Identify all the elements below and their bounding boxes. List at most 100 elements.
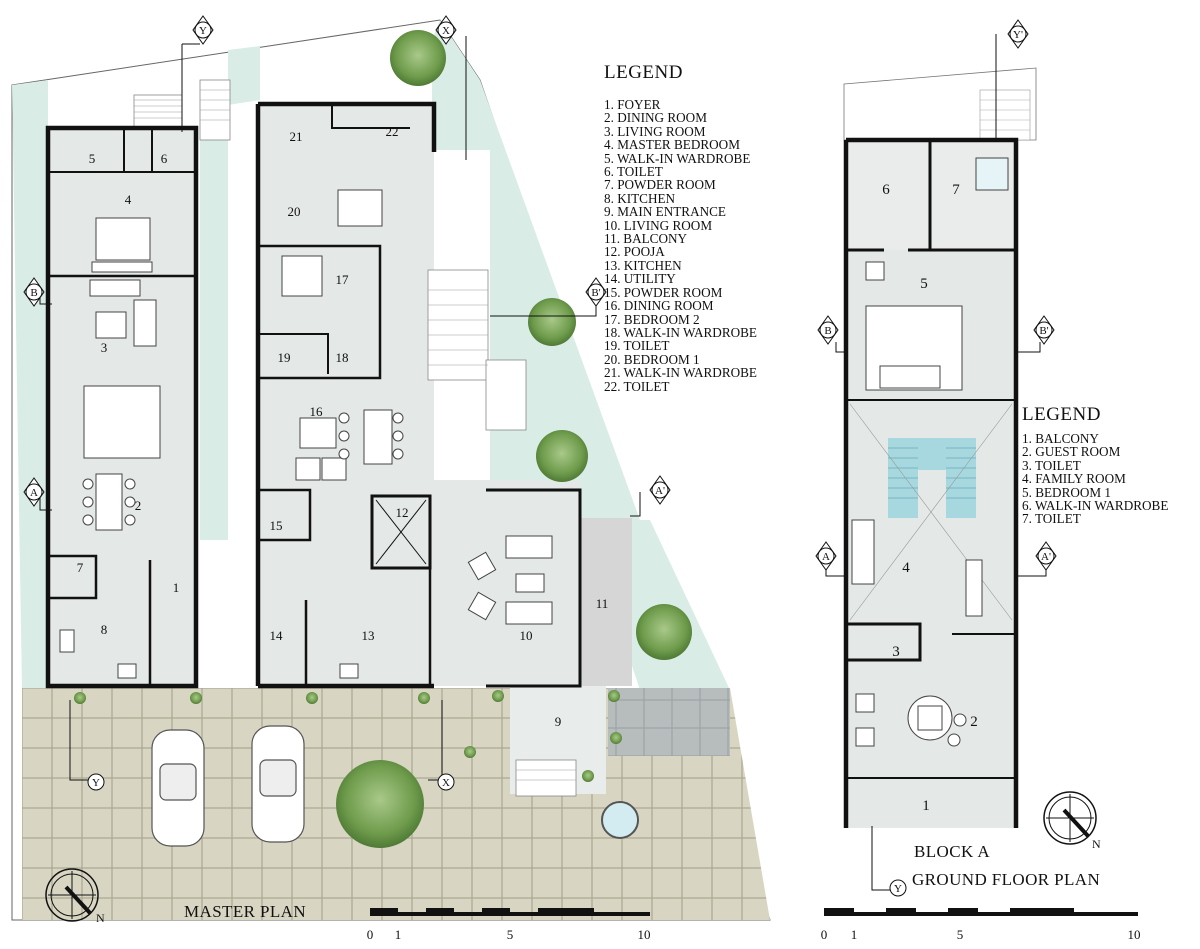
svg-text:10: 10 bbox=[638, 927, 651, 942]
svg-text:A: A bbox=[822, 551, 830, 563]
svg-text:B': B' bbox=[1039, 325, 1048, 337]
svg-text:0: 0 bbox=[821, 927, 828, 942]
legend-item: 7. POWDER ROOM bbox=[604, 177, 716, 193]
svg-text:21: 21 bbox=[290, 129, 303, 144]
north-arrow-block-a bbox=[1043, 791, 1097, 845]
legend-item: 1. FOYER bbox=[604, 97, 661, 112]
legend-item: 4. FAMILY ROOM bbox=[1022, 471, 1126, 487]
cars bbox=[151, 725, 305, 847]
section-lines bbox=[39, 36, 641, 781]
stair-treads bbox=[134, 89, 576, 781]
lawn-mid bbox=[200, 130, 228, 540]
svg-text:1: 1 bbox=[851, 927, 858, 942]
svg-text:B: B bbox=[824, 325, 831, 337]
marker-a-left: A bbox=[30, 487, 38, 499]
legend-item: 13. KITCHEN bbox=[604, 257, 682, 273]
legend-item: 4. MASTER BEDROOM bbox=[604, 137, 740, 153]
marker-y-bottom: Y bbox=[92, 777, 100, 789]
svg-text:5: 5 bbox=[89, 151, 96, 166]
legend-item: 9. MAIN ENTRANCE bbox=[604, 204, 726, 220]
marker-b-left: B bbox=[30, 287, 37, 299]
marker-a-right: A' bbox=[655, 485, 665, 497]
block-a-legend: LEGEND 1. BALCONY 2. GUEST ROOM 3. TOILE… bbox=[1022, 404, 1168, 526]
legend-item: 12. POOJA bbox=[604, 244, 665, 260]
block-a-room-numbers: 1 2 3 4 5 6 7 bbox=[882, 182, 978, 814]
block-a-plan: Y' Y B B' A A' 1 2 3 4 5 6 7 N bbox=[815, 19, 1141, 942]
legend-item: 6. TOILET bbox=[604, 164, 663, 180]
svg-text:22: 22 bbox=[386, 124, 399, 139]
walls-block-a bbox=[843, 137, 1019, 828]
legend-item: 3. TOILET bbox=[1022, 457, 1081, 473]
svg-text:14: 14 bbox=[270, 628, 284, 643]
svg-text:16: 16 bbox=[310, 404, 324, 419]
legend-item: 1. BALCONY bbox=[1022, 431, 1099, 446]
svg-text:19: 19 bbox=[278, 350, 291, 365]
marker-x-bottom: X bbox=[442, 777, 450, 789]
block-a-title: BLOCK A bbox=[914, 842, 991, 861]
master-legend-list: 1. FOYER 2. DINING ROOM 3. LIVING ROOM 4… bbox=[604, 98, 757, 393]
legend-item: 15. POWDER ROOM bbox=[604, 284, 723, 300]
scale-bar-master bbox=[370, 908, 650, 916]
legend-item: 21. WALK-IN WARDROBE bbox=[604, 365, 757, 381]
svg-text:10: 10 bbox=[1128, 927, 1141, 942]
svg-text:7: 7 bbox=[952, 182, 960, 198]
svg-text:1: 1 bbox=[922, 798, 930, 814]
svg-text:5: 5 bbox=[507, 927, 514, 942]
section-marker-labels: Y X Y X B A B' A' bbox=[30, 25, 665, 789]
svg-text:10: 10 bbox=[520, 628, 533, 643]
walls-left-block bbox=[45, 125, 199, 689]
svg-text:A': A' bbox=[1041, 551, 1051, 563]
walls-right-block bbox=[255, 101, 582, 689]
legend-item: 22. TOILET bbox=[604, 378, 670, 394]
block-a-legend-title: LEGEND bbox=[1022, 404, 1101, 425]
legend-item: 10. LIVING ROOM bbox=[604, 217, 713, 233]
legend-item: 2. DINING ROOM bbox=[604, 110, 707, 126]
legend-item: 5. WALK-IN WARDROBE bbox=[604, 150, 751, 166]
marker-y-top: Y bbox=[199, 25, 207, 37]
room-numbers: 1 2 3 4 5 6 7 8 9 10 11 12 13 14 15 16 1… bbox=[77, 124, 609, 729]
trees bbox=[74, 30, 692, 848]
svg-text:17: 17 bbox=[336, 272, 350, 287]
marker-x-top: X bbox=[442, 25, 450, 37]
legend-item: 6. WALK-IN WARDROBE bbox=[1022, 498, 1169, 514]
svg-text:18: 18 bbox=[336, 350, 349, 365]
furniture bbox=[59, 189, 639, 839]
block-a-subtitle: GROUND FLOOR PLAN bbox=[912, 870, 1101, 889]
entrance-paving bbox=[608, 688, 730, 756]
master-legend-title: LEGEND bbox=[604, 62, 683, 83]
master-plan: Y X Y X B A B' A' 1 2 3 4 5 6 7 8 9 10 1… bbox=[11, 15, 771, 942]
block-a-legend-list: 1. BALCONY 2. GUEST ROOM 3. TOILET 4. FA… bbox=[1022, 432, 1168, 526]
svg-text:4: 4 bbox=[902, 560, 910, 576]
legend-item: 14. UTILITY bbox=[604, 271, 676, 287]
svg-text:7: 7 bbox=[77, 560, 84, 575]
block-a-furniture bbox=[851, 157, 1009, 747]
lawn-west bbox=[12, 80, 48, 690]
legend-item: 20. BEDROOM 1 bbox=[604, 351, 700, 367]
master-legend: LEGEND 1. FOYER 2. DINING ROOM 3. LIVING… bbox=[604, 62, 757, 393]
svg-text:6: 6 bbox=[161, 151, 168, 166]
svg-text:Y': Y' bbox=[1013, 29, 1023, 41]
legend-item: 17. BEDROOM 2 bbox=[604, 311, 700, 327]
legend-item: 2. GUEST ROOM bbox=[1022, 444, 1121, 460]
section-markers bbox=[23, 15, 671, 791]
svg-text:11: 11 bbox=[596, 596, 609, 611]
lawn-strip bbox=[228, 46, 260, 105]
svg-text:0: 0 bbox=[367, 927, 374, 942]
block-a-marker-labels: Y' Y B B' A A' bbox=[822, 29, 1051, 895]
legend-item: 7. TOILET bbox=[1022, 511, 1081, 527]
svg-text:4: 4 bbox=[125, 192, 132, 207]
svg-text:20: 20 bbox=[288, 204, 301, 219]
svg-text:5: 5 bbox=[957, 927, 964, 942]
svg-text:1: 1 bbox=[395, 927, 402, 942]
svg-text:13: 13 bbox=[362, 628, 375, 643]
legend-item: 3. LIVING ROOM bbox=[604, 123, 706, 139]
svg-text:3: 3 bbox=[892, 644, 900, 660]
marker-b-right: B' bbox=[591, 287, 600, 299]
master-plan-title: MASTER PLAN bbox=[184, 902, 306, 921]
svg-text:1: 1 bbox=[173, 580, 180, 595]
scale-labels-master: 0 1 5 10 bbox=[367, 927, 651, 942]
north-arrow-master bbox=[45, 868, 99, 922]
lawn-east bbox=[432, 20, 640, 520]
north-label-master: N bbox=[96, 911, 105, 925]
